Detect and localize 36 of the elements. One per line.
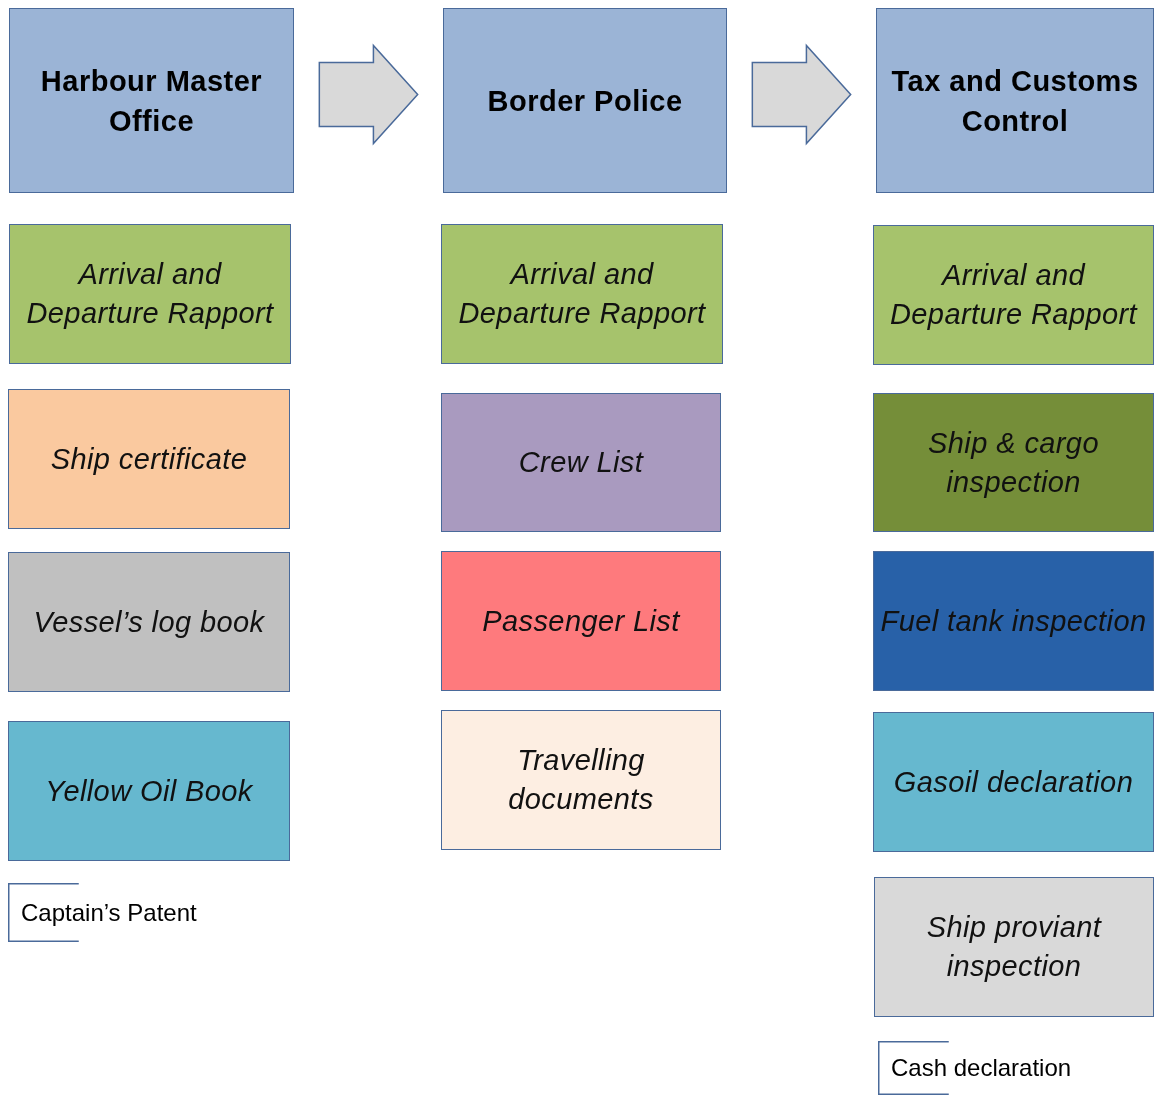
document-box [441,224,723,364]
document-name: Passenger List [482,603,680,639]
department-name: Tax and Customs Control [890,63,1140,139]
document-box [9,224,291,364]
document-box [8,552,290,692]
document-name: Vessel’s log book [33,604,265,640]
document-name: Arrival and Departure Rapport [457,257,707,331]
document-box [8,389,290,529]
document-name: Captain’s Patent [21,898,197,927]
document-name: Arrival and Departure Rapport [889,258,1139,332]
document-name: Yellow Oil Book [45,773,253,809]
department-name: Harbour Master Office [39,63,264,139]
block-arrow [751,43,852,146]
document-name: Ship certificate [50,441,248,477]
document-name: Travelling documents [507,743,655,817]
document-box [8,721,290,861]
document-box [441,551,721,691]
document-name: Crew List [518,445,644,480]
department-box [443,8,727,193]
document-box [874,877,1154,1017]
document-name: Gasoil declaration [893,764,1134,800]
department-name: Border Police [487,83,683,119]
document-box [441,710,721,850]
document-name: Arrival and Departure Rapport [25,257,275,331]
document-box [873,551,1154,691]
document-box [441,393,721,532]
document-name: Fuel tank inspection [880,603,1147,639]
document-name: Cash declaration [891,1054,1072,1082]
document-box [873,712,1154,852]
department-box [9,8,294,193]
block-arrow [318,43,419,146]
department-box [876,8,1154,193]
document-box [873,225,1154,365]
document-box [873,393,1154,532]
document-name: Ship proviant inspection [925,910,1103,984]
document-name: Ship & cargo inspection [927,425,1100,500]
